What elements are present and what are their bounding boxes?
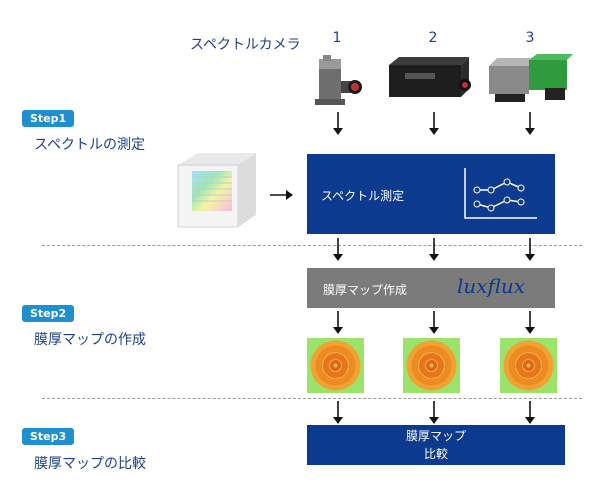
- thickness-map-creation-label: 膜厚マップ作成: [323, 283, 408, 297]
- step2-title: 膜厚マップの作成: [34, 332, 146, 348]
- camera-header-label: スペクトルカメラ: [190, 37, 301, 53]
- spectrum-measurement-label: スペクトル測定: [321, 189, 405, 203]
- comparison-line2: 比較: [423, 447, 448, 461]
- arrow-down-icon: [333, 311, 343, 334]
- arrow-down-icon: [525, 238, 535, 261]
- arrow-down-icon: [429, 401, 439, 424]
- green-camera-icon: [489, 54, 573, 102]
- thickness-map-icon: [403, 338, 460, 393]
- small-camera-icon: [315, 55, 362, 105]
- arrow-down-icon: [333, 401, 343, 424]
- black-camera-icon: [389, 57, 471, 97]
- arrow-down-icon: [333, 112, 343, 135]
- arrow-down-icon: [525, 311, 535, 334]
- comparison-line1: 膜厚マップ: [405, 429, 466, 443]
- camera-number-1: 1: [332, 30, 342, 46]
- arrow-right-icon: [270, 190, 293, 200]
- thickness-map-icon: [500, 338, 557, 393]
- arrow-down-icon: [525, 401, 535, 424]
- camera-number-2: 2: [428, 30, 438, 46]
- step1-badge: Step1: [22, 110, 75, 127]
- line-graph-icon: [464, 168, 537, 219]
- thickness-map-comparison-box: 膜厚マップ 比較: [307, 425, 565, 465]
- step1-title: スペクトルの測定: [34, 137, 146, 153]
- section-divider: [42, 245, 582, 246]
- arrow-down-icon: [525, 112, 535, 135]
- arrow-down-icon: [429, 238, 439, 261]
- arrow-down-icon: [429, 112, 439, 135]
- step2-badge: Step2: [22, 305, 75, 322]
- luxflux-logo: luxflux: [457, 274, 526, 298]
- step3-title: 膜厚マップの比較: [34, 456, 146, 472]
- thickness-map-icon: [307, 338, 364, 393]
- wafer-holder-icon: [177, 153, 256, 228]
- camera-number-3: 3: [525, 30, 535, 46]
- arrow-down-icon: [333, 238, 343, 261]
- arrow-down-icon: [429, 311, 439, 334]
- spectrum-measurement-box: スペクトル測定: [307, 154, 555, 234]
- step3-badge: Step3: [22, 428, 75, 445]
- section-divider: [42, 398, 582, 399]
- thickness-map-creation-box: 膜厚マップ作成 luxflux: [307, 268, 555, 308]
